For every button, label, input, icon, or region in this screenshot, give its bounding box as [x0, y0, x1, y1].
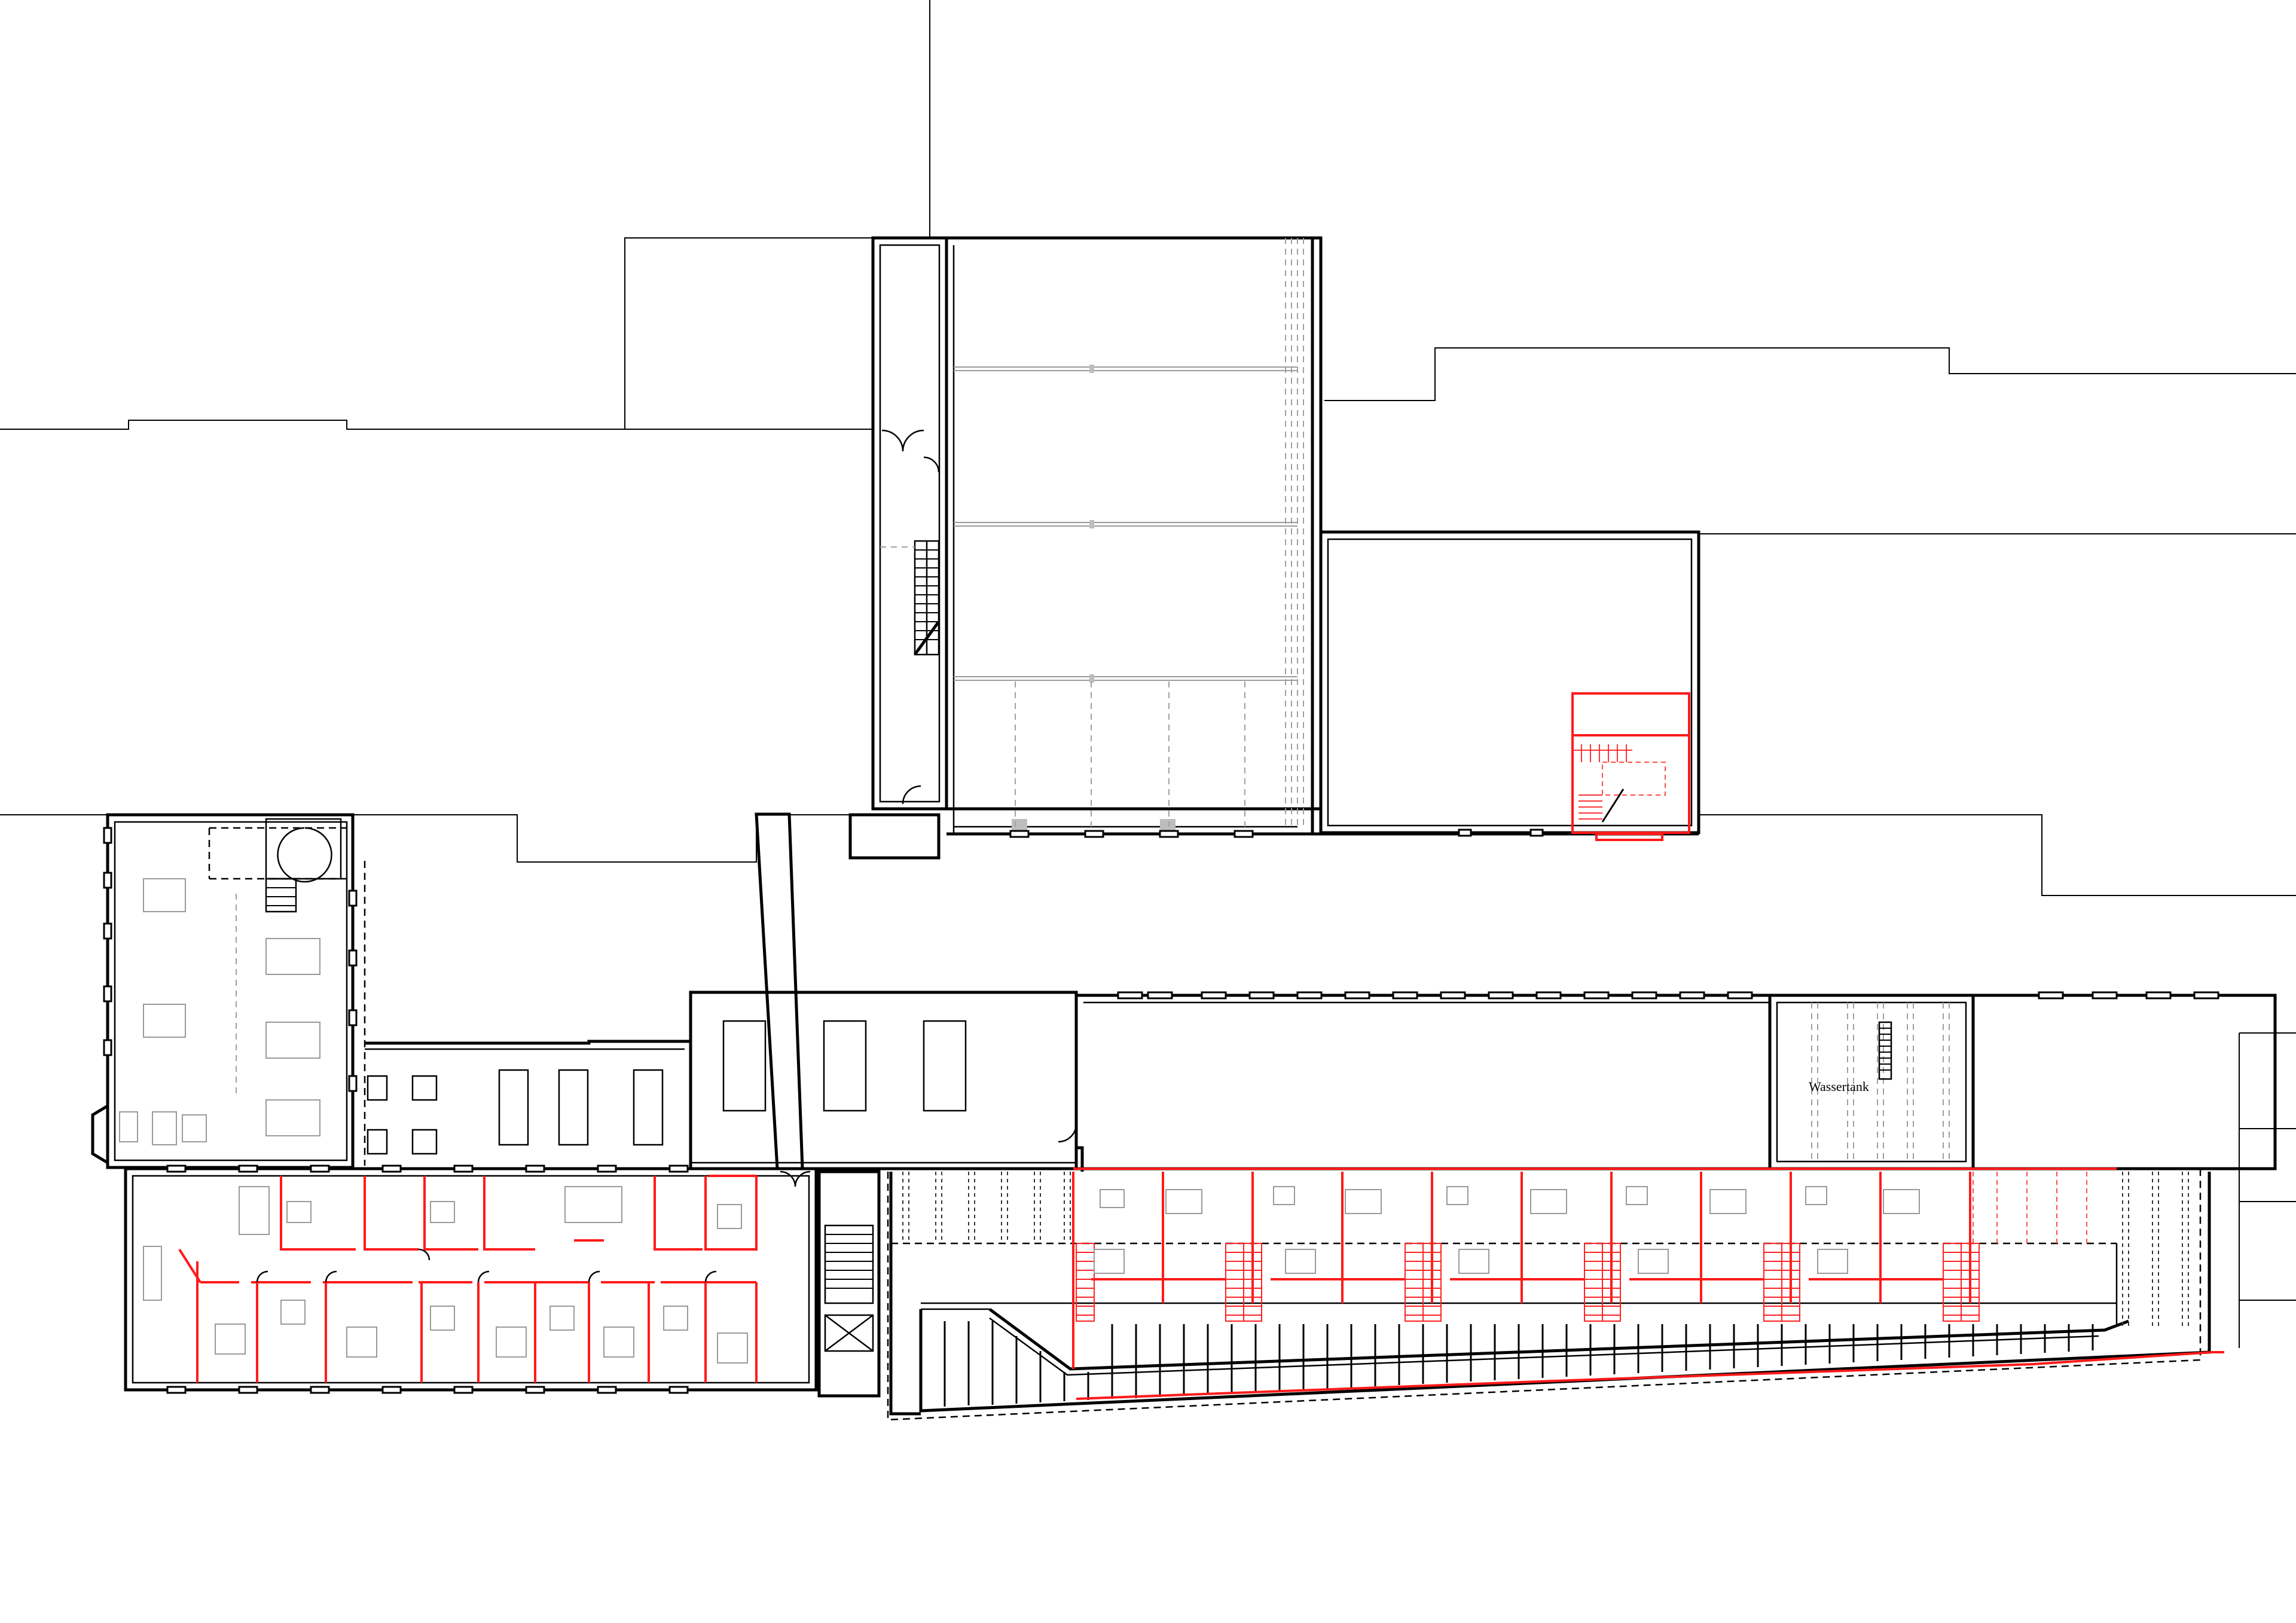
north-east-hall [1319, 530, 1700, 837]
north-large-hall [945, 236, 1323, 838]
context-outlines [0, 0, 2296, 1348]
gallery-south-columns [920, 1321, 2094, 1408]
east-hall-window-notches [1458, 829, 1544, 837]
east-units-red-partitions [1072, 1167, 2224, 1400]
water-tank-room: Wassertank [1809, 1002, 1950, 1162]
east-wing-south [887, 1167, 2224, 1421]
hall-window-notches [1009, 830, 1254, 838]
west-tower-window-bumps [103, 827, 358, 1092]
gallery-column-grid [902, 1172, 2189, 1327]
new-stair-core-north [1571, 692, 1690, 841]
hall-column-markers [1012, 365, 1176, 831]
west-tower-block [91, 813, 366, 1169]
central-block [689, 991, 1078, 1170]
central-stair-core [780, 1170, 881, 1398]
east-units-red-stairs [1076, 1243, 1980, 1322]
west-annex [365, 1040, 692, 1169]
north-corridor-wing [848, 236, 948, 860]
east-wing-window-notches [1117, 991, 2219, 1000]
east-wing-north: Wassertank [1058, 991, 2277, 1172]
water-tank-label: Wassertank [1809, 1079, 1869, 1094]
sw-wing-window-bumps [166, 1164, 689, 1394]
south-west-wing [124, 1164, 818, 1394]
corridor-stair-treads [915, 549, 939, 640]
west-tower-tables [119, 878, 320, 1145]
